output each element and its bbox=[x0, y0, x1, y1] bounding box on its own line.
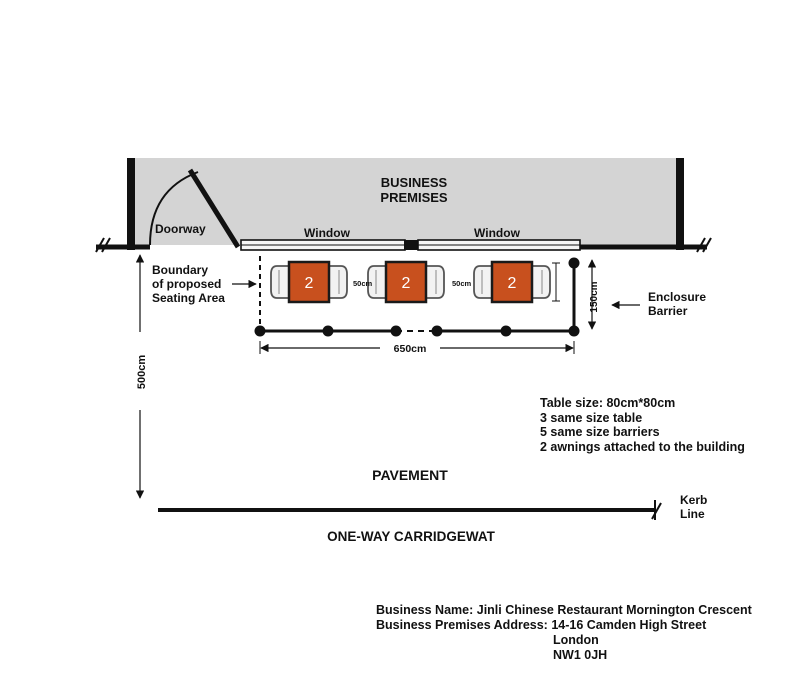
window-label-left: Window bbox=[304, 226, 351, 240]
right-wall bbox=[676, 158, 684, 250]
table bbox=[287, 260, 331, 304]
table-number: 2 bbox=[305, 275, 314, 292]
barrier-post bbox=[390, 325, 402, 337]
width-dimension-label: 650cm bbox=[394, 343, 427, 355]
pavement-depth-label: 500cm bbox=[136, 355, 148, 389]
boundary-label-line3: Seating Area bbox=[152, 291, 225, 305]
table-set: 2 bbox=[270, 260, 348, 304]
kerb-label-line2: Line bbox=[680, 507, 705, 521]
business-address-line: NW1 0JH bbox=[553, 648, 608, 662]
table-number: 2 bbox=[402, 275, 411, 292]
note-line: 5 same size barriers bbox=[540, 425, 660, 439]
barrier-post bbox=[500, 325, 512, 337]
note-line: Table size: 80cm*80cm bbox=[540, 396, 676, 410]
business-name-label: Business Name: bbox=[376, 603, 474, 617]
note-line: 3 same size table bbox=[540, 410, 643, 425]
business-info: Business Name: Jinli Chinese Restaurant … bbox=[376, 603, 752, 663]
gap-dimension: 50cm bbox=[452, 279, 472, 288]
chair bbox=[426, 265, 445, 299]
business-address-line: 14-16 Camden High Street bbox=[551, 618, 707, 632]
door-leaf bbox=[187, 168, 241, 249]
chair bbox=[473, 265, 492, 299]
gap-dimension: 50cm bbox=[353, 279, 373, 288]
premises-label-line2: PREMISES bbox=[380, 190, 448, 205]
left-wall bbox=[127, 158, 135, 250]
window-label-right: Window bbox=[474, 226, 521, 240]
boundary-label-line1: Boundary bbox=[152, 263, 208, 277]
doorway-label: Doorway bbox=[155, 222, 206, 236]
premises-label-line1: BUSINESS bbox=[381, 175, 448, 190]
chair bbox=[532, 265, 551, 299]
pavement-label: PAVEMENT bbox=[372, 467, 448, 483]
barrier-post bbox=[568, 257, 580, 269]
table bbox=[490, 260, 534, 304]
business-premises-area bbox=[133, 158, 679, 245]
table bbox=[384, 260, 428, 304]
chair bbox=[367, 265, 386, 299]
table-number: 2 bbox=[508, 275, 517, 292]
chair bbox=[270, 265, 289, 299]
enclosure-label-line2: Barrier bbox=[648, 304, 688, 318]
carriageway-label: ONE-WAY CARRIDGEWAT bbox=[327, 529, 496, 544]
notes-block: Table size: 80cm*80cm 3 same size table … bbox=[540, 396, 745, 454]
enclosure-label-line1: Enclosure bbox=[648, 290, 706, 304]
table-set: 2 bbox=[473, 260, 551, 304]
barrier-post bbox=[322, 325, 334, 337]
chair bbox=[329, 265, 348, 299]
door-swing-arc bbox=[149, 171, 199, 246]
note-line: 2 awnings attached to the building bbox=[540, 439, 745, 454]
kerb-label-line1: Kerb bbox=[680, 493, 707, 507]
barrier-post bbox=[254, 325, 266, 337]
boundary-label-line2: of proposed bbox=[152, 277, 221, 291]
business-name-value: Jinli Chinese Restaurant Mornington Cres… bbox=[476, 603, 752, 617]
barrier-post bbox=[431, 325, 443, 337]
table-set: 2 bbox=[367, 260, 445, 304]
business-address-line: London bbox=[553, 633, 599, 647]
depth-dimension-label: 150cm bbox=[589, 281, 600, 312]
barrier-post bbox=[568, 325, 580, 337]
business-address-label: Business Premises Address: bbox=[376, 618, 548, 632]
